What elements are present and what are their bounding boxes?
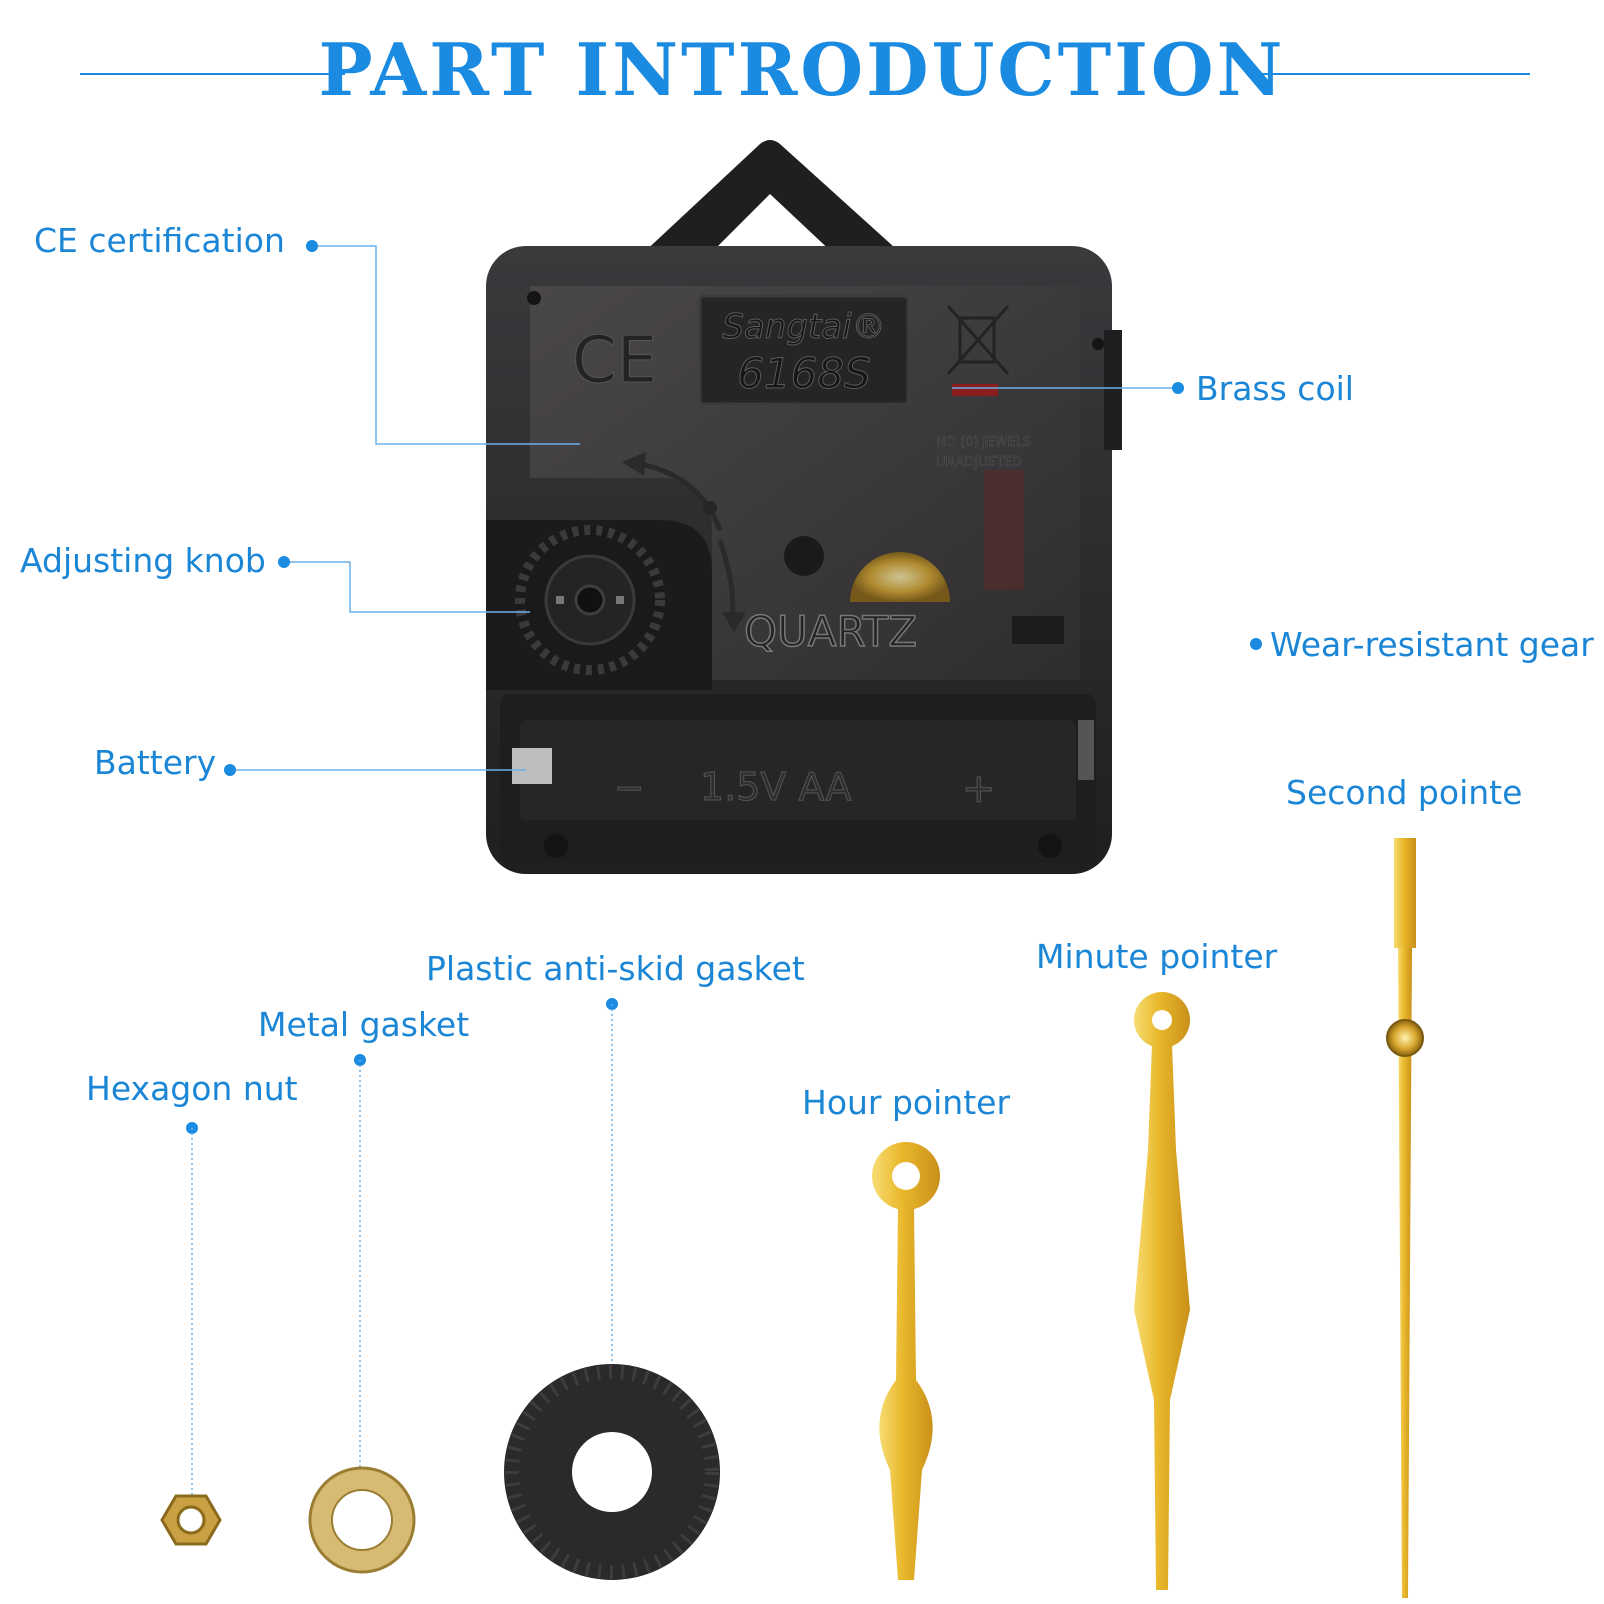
label-metal-gasket: Metal gasket bbox=[258, 1005, 470, 1044]
gear-window bbox=[850, 552, 950, 602]
label-brass-coil: Brass coil bbox=[1196, 369, 1354, 408]
screw-hole bbox=[1092, 338, 1104, 350]
label-minute-pointer: Minute pointer bbox=[1036, 937, 1278, 976]
page-title: PART INTRODUCTION bbox=[318, 27, 1286, 112]
clock-movement: CE Sangtai® 6168S NO (0) JEWELS UNADJUST… bbox=[486, 140, 1122, 874]
arrow-arc bbox=[717, 539, 736, 617]
brass-coil-glimpse bbox=[952, 384, 998, 396]
weee-bin-icon bbox=[946, 305, 1010, 375]
ce-mark-print: CE bbox=[572, 324, 657, 398]
battery-spring-contact bbox=[512, 748, 552, 784]
side-tab bbox=[1104, 330, 1122, 450]
adjusting-knob bbox=[515, 525, 665, 675]
battery-voltage-print: 1.5V AA bbox=[700, 765, 852, 809]
arrow-arc bbox=[639, 461, 723, 531]
label-plastic-gasket: Plastic anti-skid gasket bbox=[426, 949, 805, 988]
center-post bbox=[784, 536, 824, 576]
screw-hole bbox=[527, 291, 541, 305]
label-hexagon-nut: Hexagon nut bbox=[86, 1069, 298, 1108]
label-hour-pointer: Hour pointer bbox=[802, 1083, 1011, 1122]
arrow-head bbox=[722, 612, 746, 632]
battery-end-tab bbox=[1078, 720, 1094, 780]
battery-slot bbox=[520, 720, 1076, 820]
peg bbox=[703, 501, 717, 515]
label-adjusting-knob: Adjusting knob bbox=[20, 541, 266, 580]
side-slot bbox=[1012, 616, 1064, 644]
quartz-print: QUARTZ bbox=[744, 607, 917, 656]
minute-hand bbox=[1134, 992, 1190, 1590]
battery-plus-print: + bbox=[962, 766, 996, 812]
second-hand bbox=[1386, 838, 1424, 1598]
unadjusted-print: UNADJUSTED bbox=[936, 455, 1022, 470]
hexagon-nut bbox=[160, 1494, 222, 1546]
callout-dots bbox=[186, 240, 1262, 1134]
dotted-leaders bbox=[191, 1004, 613, 1500]
callout-lines bbox=[230, 245, 1178, 771]
brand-print: Sangtai® bbox=[722, 307, 885, 347]
foot bbox=[544, 834, 568, 858]
brand-plate bbox=[698, 294, 910, 406]
label-ce-certification: CE certification bbox=[34, 221, 285, 260]
battery-minus-print: − bbox=[614, 768, 644, 809]
metal-gasket bbox=[308, 1466, 416, 1574]
label-battery: Battery bbox=[94, 743, 217, 782]
label-second-pointer: Second pointe bbox=[1286, 773, 1523, 812]
label-wear-resistant-gear: Wear-resistant gear bbox=[1270, 625, 1594, 664]
jewels-print: NO (0) JEWELS bbox=[936, 435, 1031, 450]
foot bbox=[1038, 834, 1062, 858]
plastic-anti-skid-gasket bbox=[504, 1364, 720, 1580]
hour-hand bbox=[872, 1142, 940, 1580]
model-print: 6168S bbox=[737, 349, 871, 398]
arrow-head bbox=[622, 452, 646, 476]
hanger-opening bbox=[708, 194, 836, 256]
